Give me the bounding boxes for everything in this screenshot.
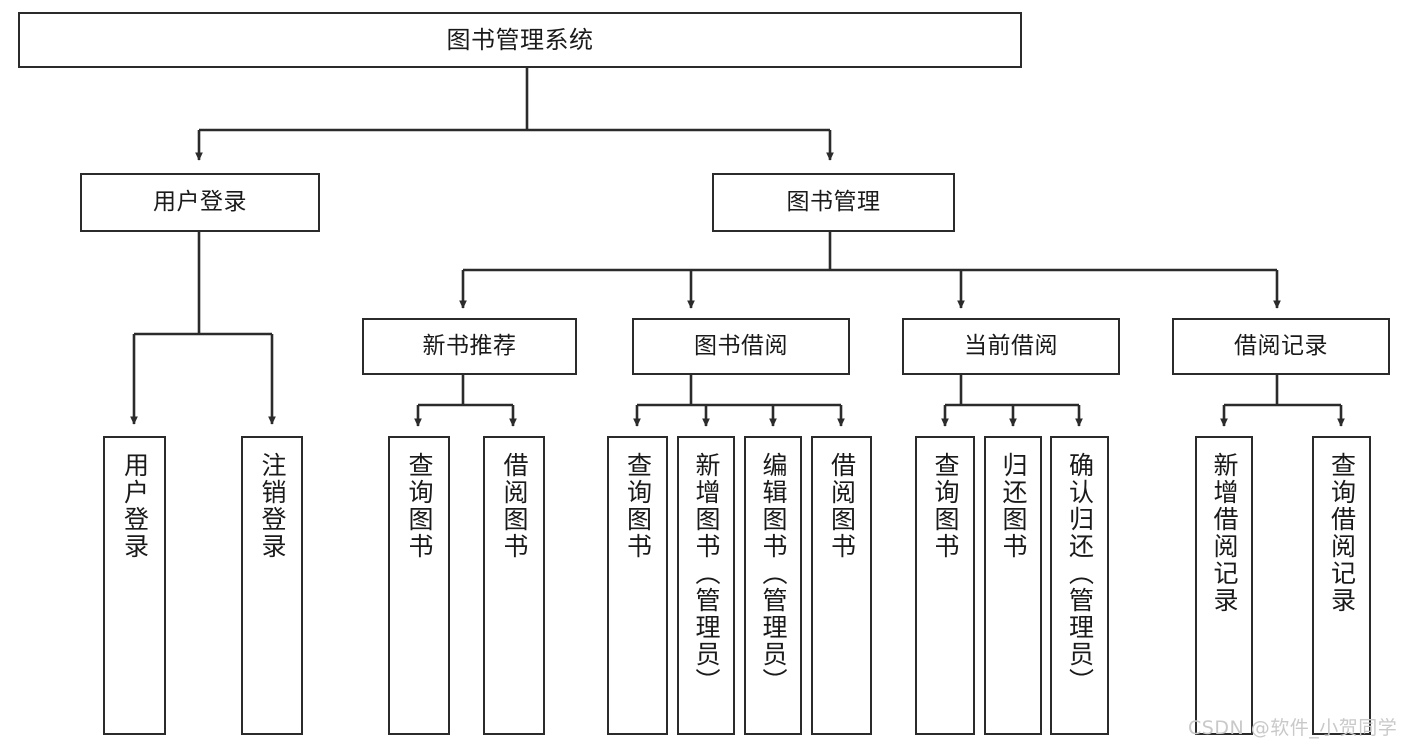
node-leaf-logout[interactable]: 注销登录 — [241, 436, 303, 735]
node-leaf-borrow-book-recommend[interactable]: 借阅图书 — [483, 436, 545, 735]
node-leaf-add-borrow-record[interactable]: 新增借阅记录 — [1195, 436, 1253, 735]
node-user-login[interactable]: 用户登录 — [80, 173, 320, 232]
node-label: 图书管理系统 — [446, 25, 594, 54]
node-leaf-query-borrow-record[interactable]: 查询借阅记录 — [1312, 436, 1371, 735]
node-label: 新增图书（管理员） — [692, 452, 721, 695]
node-leaf-query-book-borrow[interactable]: 查询图书 — [607, 436, 668, 735]
node-label: 查询图书 — [623, 452, 653, 560]
node-leaf-borrow-book[interactable]: 借阅图书 — [811, 436, 872, 735]
node-leaf-query-book-recommend[interactable]: 查询图书 — [388, 436, 450, 735]
node-label: 新增借阅记录 — [1210, 452, 1239, 614]
node-label: 确认归还（管理员） — [1065, 452, 1095, 695]
node-current-borrow[interactable]: 当前借阅 — [902, 318, 1120, 375]
node-leaf-edit-book-admin[interactable]: 编辑图书（管理员） — [744, 436, 802, 735]
node-new-book-recommend[interactable]: 新书推荐 — [362, 318, 577, 375]
node-label: 当前借阅 — [964, 332, 1058, 359]
node-label: 新书推荐 — [422, 332, 517, 359]
node-label: 用户登录 — [153, 188, 247, 215]
node-borrow-record[interactable]: 借阅记录 — [1172, 318, 1390, 375]
node-label: 用户登录 — [120, 452, 150, 560]
node-label: 图书借阅 — [694, 332, 788, 359]
node-label: 编辑图书（管理员） — [759, 452, 788, 695]
node-leaf-confirm-return-admin[interactable]: 确认归还（管理员） — [1050, 436, 1109, 735]
node-leaf-return-book[interactable]: 归还图书 — [984, 436, 1042, 735]
node-book-borrow[interactable]: 图书借阅 — [632, 318, 850, 375]
watermark-text: CSDN @软件_小贺同学 — [1188, 717, 1398, 739]
node-label: 图书管理 — [786, 188, 881, 215]
node-label: 借阅记录 — [1234, 332, 1328, 359]
node-label: 归还图书 — [999, 452, 1028, 560]
node-label: 借阅图书 — [827, 452, 857, 560]
node-root-library-system[interactable]: 图书管理系统 — [18, 12, 1022, 68]
node-label: 借阅图书 — [500, 452, 529, 560]
node-leaf-add-book-admin[interactable]: 新增图书（管理员） — [677, 436, 735, 735]
node-label: 查询图书 — [931, 452, 960, 560]
node-book-management[interactable]: 图书管理 — [712, 173, 955, 232]
node-label: 查询借阅记录 — [1327, 452, 1357, 614]
node-label: 注销登录 — [258, 452, 287, 560]
node-leaf-query-book-current[interactable]: 查询图书 — [915, 436, 975, 735]
node-label: 查询图书 — [405, 452, 434, 560]
node-leaf-user-login[interactable]: 用户登录 — [103, 436, 166, 735]
